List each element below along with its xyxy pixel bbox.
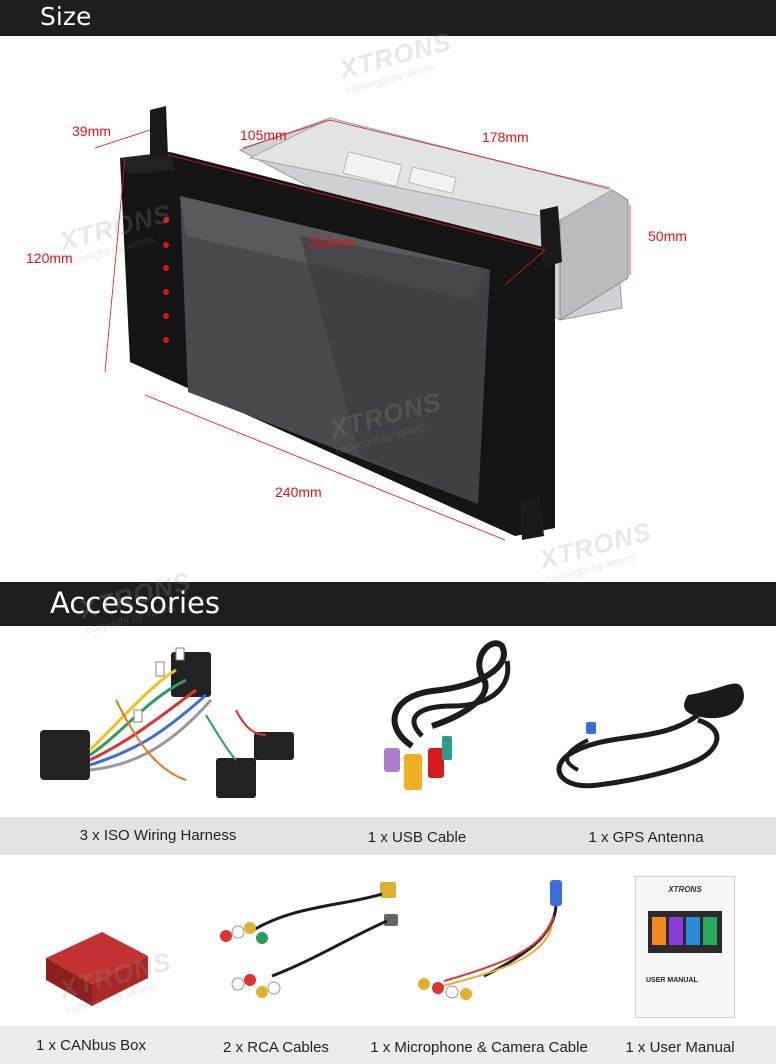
dimension-height-left: 120mm (26, 250, 73, 266)
dimension-screen: 200mm (308, 234, 355, 250)
manual-caption: USER MANUAL (646, 977, 698, 984)
gps-antenna-icon (556, 683, 744, 789)
size-section-header: Size (0, 0, 776, 36)
size-section-title: Size (40, 2, 92, 31)
wiring-harness-icon (40, 647, 294, 798)
microphone-camera-cable-icon (418, 880, 562, 1000)
rca-cables-icon (220, 882, 398, 998)
accessory-label-usb-cable: 1 x USB Cable (367, 829, 467, 846)
dimension-width-back: 105mm (240, 127, 287, 143)
dimension-width-front: 240mm (275, 484, 322, 500)
accessories-row2-labels (0, 1026, 776, 1064)
accessory-label-wiring-harness: 3 x ISO Wiring Harness (79, 827, 237, 844)
head-unit-illustration (94, 106, 631, 541)
accessory-label-rca-cables: 2 x RCA Cables (223, 1039, 329, 1056)
dimension-depth-top: 39mm (72, 123, 111, 139)
dimension-length-side: 178mm (482, 129, 529, 145)
user-manual-icon: XTRONS USER MANUAL (635, 876, 735, 1018)
manual-screen-graphic (648, 911, 722, 953)
accessories-section-header: Accessories (0, 582, 776, 626)
dimension-height-back: 50mm (648, 228, 687, 244)
accessory-label-user-manual: 1 x User Manual (625, 1039, 735, 1056)
manual-brand: XTRONS (668, 885, 702, 894)
accessories-section-title: Accessories (50, 586, 220, 620)
accessory-label-microphone-camera-cable: 1 x Microphone & Camera Cable (370, 1039, 588, 1056)
accessory-label-canbus-box: 1 x CANbus Box (35, 1037, 147, 1054)
accessories-row1-labels (0, 817, 776, 855)
accessory-label-gps-antenna: 1 x GPS Antenna (588, 829, 704, 846)
canbus-box-icon (46, 932, 148, 1006)
usb-cable-icon (384, 640, 511, 790)
